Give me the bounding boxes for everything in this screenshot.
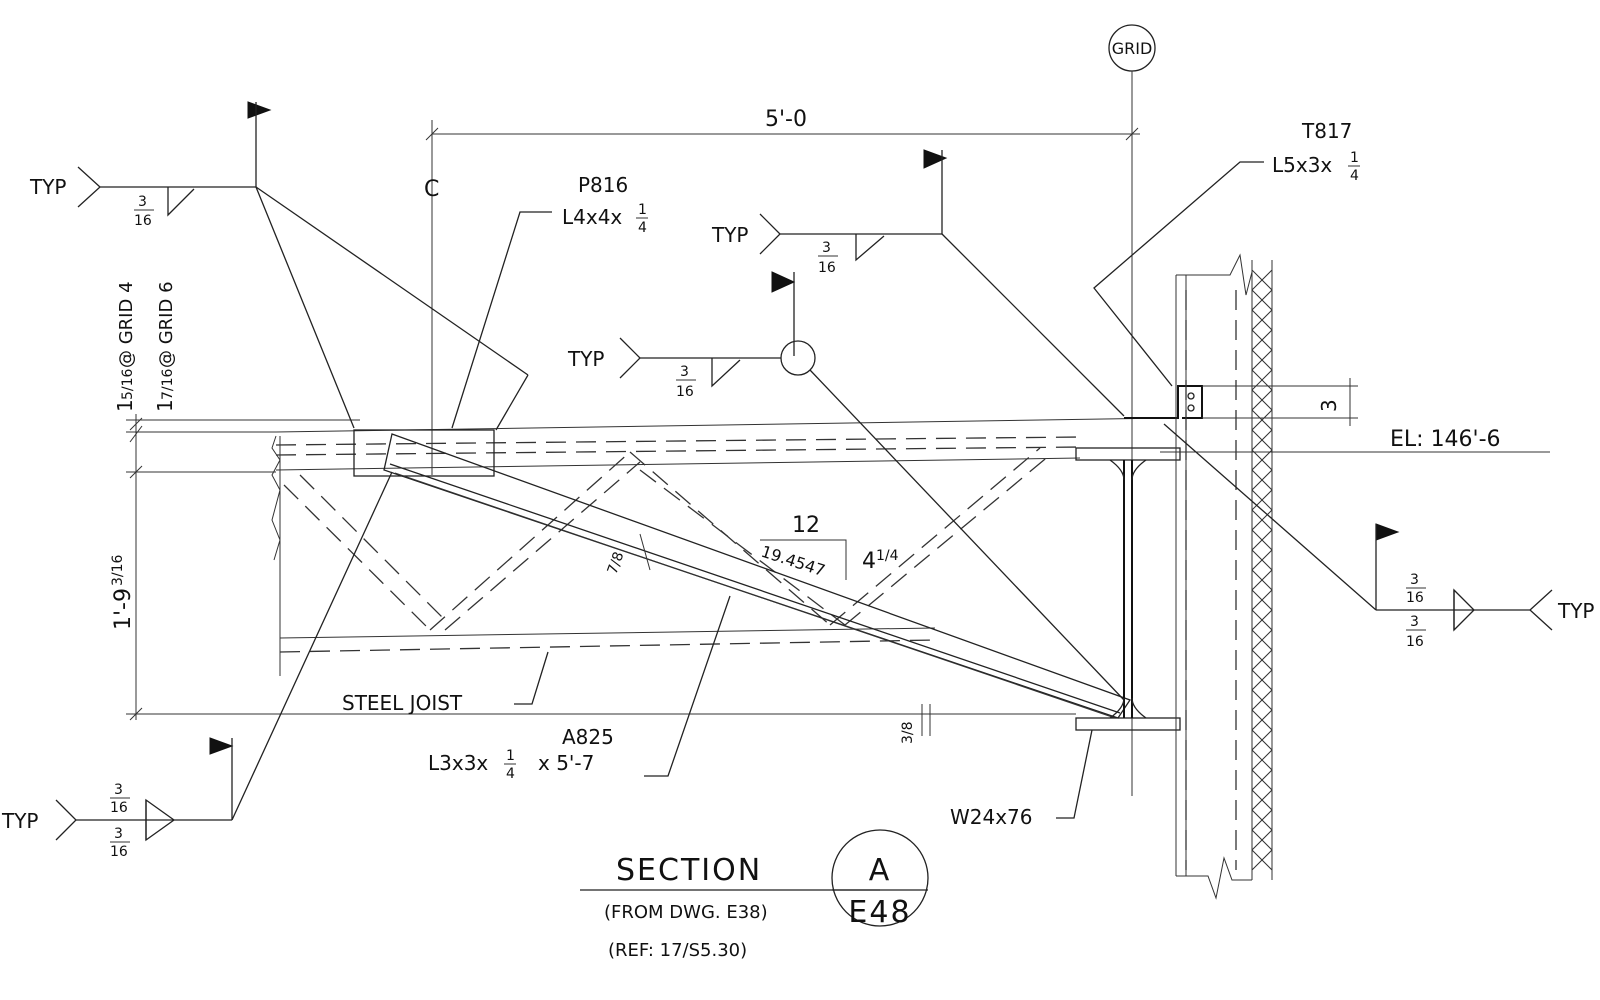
- t817-thk-den: 4: [1350, 168, 1359, 184]
- weld-3-typ: TYP: [567, 347, 605, 371]
- slope-indicator: 12 4 1/4 19.4547 7/8: [605, 513, 899, 580]
- elevation-text: EL: 146'-6: [1390, 427, 1501, 452]
- weld-symbol-3: TYP 3 16: [567, 271, 1125, 701]
- t817-thk-num: 1: [1350, 150, 1359, 166]
- wall-section: [1175, 253, 1273, 900]
- slope-angle-text: 19.4547: [759, 542, 828, 581]
- leg-offset-text: 7/8: [605, 550, 628, 577]
- t817-clip: [1124, 385, 1203, 419]
- elevation-marker: EL: 146'-6: [1160, 427, 1550, 453]
- gap-grid4-text: @ GRID 4: [116, 281, 137, 368]
- a825-thk-den: 4: [506, 766, 515, 782]
- weld-symbol-1: TYP 3 16: [29, 101, 529, 431]
- flange-offset-text: 3/8: [900, 721, 916, 744]
- p816-thk-den: 4: [638, 220, 647, 236]
- section-sheet: E48: [848, 895, 911, 930]
- weld-1-typ: TYP: [29, 175, 67, 199]
- steel-joist: [271, 417, 1171, 676]
- t817-callout: T817 L5x3x 1 4: [1093, 119, 1360, 387]
- gap-grid6-text: @ GRID 6: [156, 281, 177, 368]
- gap-grid6-whole: 1: [153, 399, 177, 412]
- slope-run-whole: 4: [862, 549, 876, 574]
- a825-size: L3x3x: [428, 751, 488, 775]
- a825-thk-num: 1: [506, 748, 515, 764]
- slope-run-frac: 1/4: [876, 548, 899, 564]
- weld-symbol-4: TYP 3 16 3 16: [1163, 423, 1595, 650]
- weld-symbol-5: TYP 3 16 3 16: [1, 471, 393, 860]
- a825-callout: A825 L3x3x 1 4 x 5'-7: [428, 595, 731, 782]
- gap-grid4-frac: 5/16: [120, 368, 136, 400]
- centerline: C: [424, 120, 439, 475]
- weld-4-typ: TYP: [1557, 599, 1595, 623]
- clip-height-dimension: 3: [1202, 378, 1358, 426]
- weld-5-den-top: 16: [110, 800, 128, 816]
- p816-thk-num: 1: [638, 202, 647, 218]
- weld-4-den-top: 16: [1406, 590, 1424, 606]
- w24x76-beam: [1075, 447, 1181, 731]
- weld-2-den: 16: [818, 260, 836, 276]
- weld-3-num: 3: [680, 364, 689, 380]
- flange-offset-dimension: 3/8: [900, 704, 931, 744]
- clip-height-text: 3: [1317, 399, 1341, 412]
- p816-mark: P816: [578, 173, 628, 197]
- weld-1-den: 16: [134, 213, 152, 229]
- joist-label: STEEL JOIST: [342, 691, 463, 715]
- a825-length: x 5'-7: [538, 751, 594, 775]
- centerline-symbol: C: [424, 177, 439, 202]
- t817-size: L5x3x: [1272, 153, 1332, 177]
- weld-5-den-bot: 16: [110, 844, 128, 860]
- weld-4-den-bot: 16: [1406, 634, 1424, 650]
- p816-size: L4x4x: [562, 205, 622, 229]
- section-letter: A: [869, 853, 892, 888]
- weld-2-typ: TYP: [711, 223, 749, 247]
- t817-mark: T817: [1301, 119, 1352, 143]
- joist-depth-dimension: 1'-9 3/16 1 5/16 @ GRID 4 1 7/16 @ GRID …: [110, 281, 1076, 721]
- beam-size: W24x76: [950, 805, 1033, 829]
- weld-3-den: 16: [676, 384, 694, 400]
- from-drawing: (FROM DWG. E38): [604, 902, 768, 923]
- a825-mark: A825: [562, 725, 614, 749]
- weld-4-num-bot: 3: [1410, 614, 1419, 630]
- gap-grid4-whole: 1: [113, 399, 137, 412]
- weld-5-typ: TYP: [1, 809, 39, 833]
- p816-callout: P816 L4x4x 1 4: [451, 173, 648, 429]
- weld-symbol-2: TYP 3 16: [711, 149, 1125, 417]
- span-dimension: 5'-0: [425, 107, 1140, 141]
- weld-5-num-bot: 3: [114, 826, 123, 842]
- weld-4-num-top: 3: [1410, 572, 1419, 588]
- grid-bubble-label: GRID: [1112, 39, 1153, 58]
- slope-rise-text: 12: [792, 513, 820, 538]
- weld-1-num: 3: [138, 194, 147, 210]
- section-title-block: SECTION A E48 (FROM DWG. E38) (REF: 17/S…: [580, 829, 929, 961]
- reference: (REF: 17/S5.30): [608, 940, 747, 961]
- span-dimension-text: 5'-0: [765, 107, 807, 132]
- section-title: SECTION: [616, 853, 762, 888]
- joist-depth-frac: 3/16: [110, 554, 126, 586]
- beam-callout: W24x76: [950, 729, 1093, 829]
- a825-brace: [383, 433, 1132, 719]
- weld-2-num: 3: [822, 240, 831, 256]
- joist-callout: STEEL JOIST: [342, 651, 549, 715]
- joist-depth-text: 1'-9: [111, 588, 136, 630]
- weld-5-num-top: 3: [114, 782, 123, 798]
- gap-grid6-frac: 7/16: [160, 368, 176, 400]
